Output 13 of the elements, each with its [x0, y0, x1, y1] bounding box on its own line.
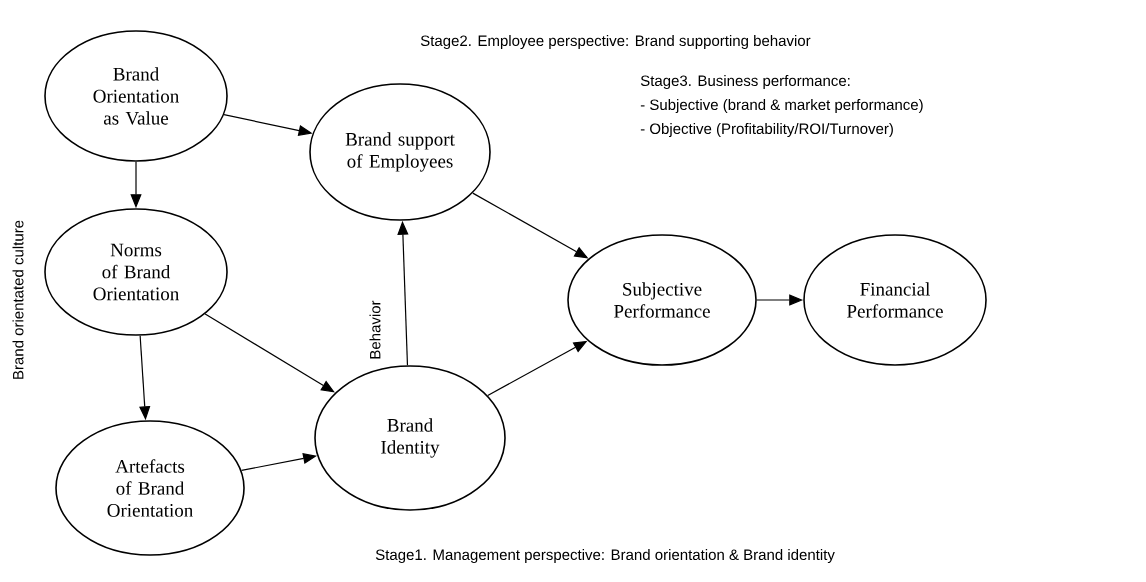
label-text: Brand orientated culture	[12, 220, 24, 379]
ellipse-node: Norms of Brand Orientation	[44, 208, 228, 336]
ellipse-node: Subjective Performance	[567, 234, 757, 366]
label-text: Stage3. Business performance:	[640, 75, 850, 89]
ellipse-node: Brand Identity	[314, 365, 506, 511]
ellipse-node: Brand support of Employees	[309, 83, 491, 221]
ellipse-node: Financial Performance	[803, 234, 987, 366]
label-text: Stage2. Employee perspective: Brand supporting behavior	[420, 35, 811, 49]
ellipse-node: Brand Orientation as Value	[44, 30, 228, 162]
ellipse-node: Artefacts of Brand Orientation	[55, 420, 245, 556]
label-text: - Objective (Profitability/ROI/Turnover)	[640, 123, 893, 137]
label-text: - Subjective (brand & market performance)	[640, 99, 923, 113]
label-text: Stage1. Management perspective: Brand orientation & Brand identity	[375, 549, 835, 563]
